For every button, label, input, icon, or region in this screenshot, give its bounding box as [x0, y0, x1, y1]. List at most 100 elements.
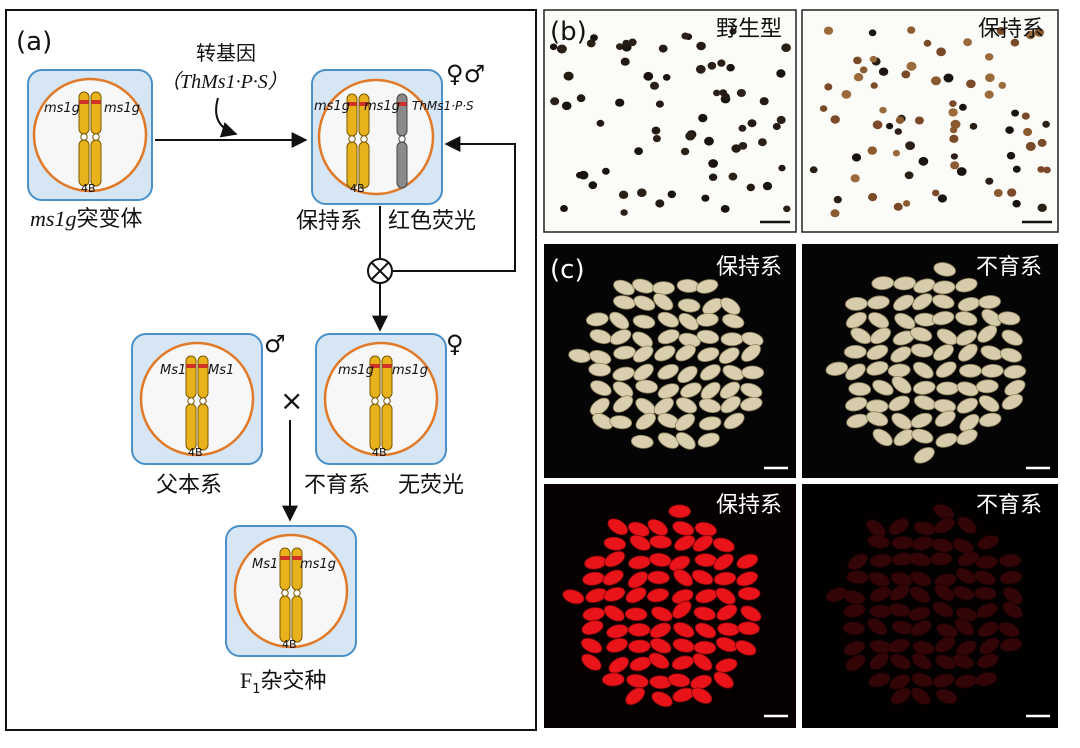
seed-dot — [892, 149, 901, 157]
wheat-seed — [585, 312, 609, 327]
wheat-seed — [956, 397, 979, 414]
wheat-seed — [734, 640, 757, 656]
seed-dot — [622, 39, 630, 47]
seed-dot — [758, 138, 767, 147]
wheat-seed — [737, 586, 761, 601]
wheat-seed — [929, 551, 953, 566]
transgene-label: 转基因 — [196, 41, 256, 65]
wheat-seed — [675, 432, 696, 450]
wheat-seed — [909, 571, 932, 587]
wheat-seed — [693, 606, 716, 621]
seed-dot — [1021, 112, 1030, 120]
wheat-seed — [893, 276, 917, 291]
wheat-seed — [979, 637, 1000, 655]
seed-dot — [561, 101, 572, 111]
panel-c-label: (c) — [550, 255, 585, 285]
wheat-seed — [868, 672, 891, 688]
wheat-seed — [741, 344, 761, 362]
seed-dot — [931, 76, 941, 86]
male-parent-caption: 父本系 — [156, 473, 222, 498]
seed-dot — [728, 172, 738, 181]
wheat-seed — [888, 584, 910, 602]
wheat-seed — [975, 379, 999, 394]
wheat-seed — [712, 537, 735, 553]
wheat-seed — [592, 413, 614, 430]
seed-dot — [905, 141, 915, 151]
wheat-seed — [736, 553, 759, 570]
seed-dot — [949, 126, 958, 134]
wheat-seed — [934, 583, 955, 602]
maintainer-sex-symbol: ♀♂ — [446, 60, 485, 88]
seed-dot — [833, 195, 842, 204]
wheat-seed — [604, 550, 626, 568]
wheat-seed — [931, 310, 955, 326]
seed-dot — [772, 122, 781, 131]
wheat-seed — [580, 637, 603, 654]
wheat-seed — [958, 343, 978, 362]
seed-dot — [1010, 38, 1020, 47]
wheat-seed — [612, 366, 635, 382]
wheat-seed — [981, 308, 1002, 327]
wheat-seed — [845, 296, 868, 311]
wheat-seed — [627, 623, 651, 637]
wheat-seed — [933, 344, 954, 361]
seed-dot — [681, 32, 690, 40]
seed-dot — [998, 81, 1007, 89]
wheat-seed — [675, 397, 698, 414]
panel-c-bottom-left-image — [544, 484, 796, 728]
seed-dot — [1037, 166, 1045, 173]
wheat-seed — [692, 653, 713, 671]
seed-dot — [886, 122, 894, 130]
wheat-seed — [977, 325, 998, 343]
wheat-seed — [613, 345, 636, 360]
wheat-seed — [888, 395, 910, 412]
sterile-gene-right: ms1g — [392, 363, 428, 378]
wheat-seed — [657, 311, 680, 328]
wheat-seed — [952, 653, 975, 669]
wheat-seed — [581, 620, 604, 636]
wheat-seed — [910, 343, 934, 358]
wheat-seed — [894, 312, 916, 330]
hybrid-cell: Ms1 ms1g 4B — [225, 525, 357, 657]
hybrid-caption: F1杂交种 — [240, 668, 327, 697]
panel-a-label: (a) — [16, 27, 52, 57]
seed-dot — [906, 61, 917, 71]
seed-dot — [823, 26, 834, 35]
wheat-seed — [698, 416, 722, 431]
maintainer-caption-right: 红色荧光 — [388, 209, 476, 234]
seed-dot — [985, 53, 994, 61]
seed-dot — [851, 153, 862, 162]
wheat-seed — [869, 586, 892, 603]
wheat-seed — [691, 569, 714, 586]
seed-dot — [667, 190, 676, 199]
wheat-seed — [956, 429, 978, 446]
seed-dot — [830, 209, 840, 218]
wheat-seed — [649, 534, 672, 549]
seed-dot — [1025, 30, 1036, 40]
seed-dot — [655, 199, 665, 208]
seed-dot — [556, 44, 567, 54]
seed-dot — [560, 205, 568, 212]
transgene-name: （ThMs1·P·S） — [160, 70, 288, 93]
wheat-seed — [673, 621, 695, 638]
maintainer-chrom: 4B — [350, 182, 365, 195]
seed-dot — [893, 202, 903, 211]
wheat-seed — [957, 551, 980, 567]
wheat-seed — [952, 538, 974, 555]
wheat-seed — [651, 691, 673, 708]
seed-dot — [850, 174, 860, 183]
seed-dot — [870, 82, 878, 89]
seed-dot — [1037, 203, 1047, 212]
seed-dot — [701, 194, 710, 202]
male-parent-cell: Ms1 Ms1 4B — [131, 333, 263, 465]
maintainer-caption-left: 保持系 — [296, 209, 362, 234]
wheat-seed — [959, 413, 980, 432]
wheat-seed — [869, 604, 893, 619]
wheat-seed — [613, 295, 636, 310]
wheat-seed — [627, 571, 649, 589]
wheat-seed — [887, 638, 910, 654]
seed-dot — [1043, 166, 1051, 174]
seed-dot — [655, 100, 664, 108]
wheat-seed — [957, 516, 977, 535]
wheat-seed — [626, 673, 649, 689]
